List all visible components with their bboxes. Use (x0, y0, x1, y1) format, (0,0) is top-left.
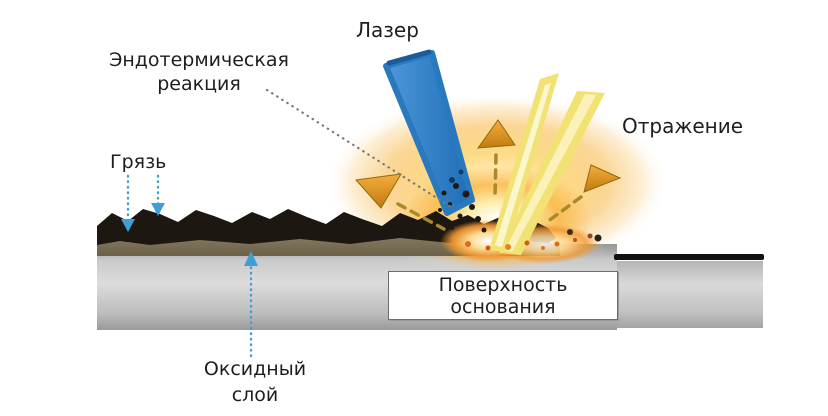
ejecta-arrow-up-tail (493, 153, 498, 199)
laser-label: Лазер (356, 18, 419, 42)
endothermic-pointer-line (265, 88, 453, 209)
oxide-layer-label: Оксидный слой (203, 358, 307, 406)
reflection-beams (489, 73, 605, 255)
dirt-label: Грязь (110, 151, 167, 173)
surface-sparks (465, 233, 593, 251)
ejecta-arrow-up-icon (476, 119, 516, 149)
surface-label: Поверхность основания (438, 273, 568, 318)
ejecta-arrow-left-tail (396, 202, 446, 231)
ejecta-arrows (354, 119, 622, 231)
surface-label-box: Поверхность основания (388, 271, 618, 320)
dirt-arrow-2-head-icon (151, 203, 165, 216)
annotation-arrows (121, 174, 258, 358)
reflection-label: Отражение (622, 114, 744, 138)
laser-beam (383, 49, 475, 216)
oxide-arrow-head-icon (244, 251, 258, 266)
reflection-arrow-icon (583, 164, 622, 193)
dirt-arrow-1-head-icon (121, 219, 135, 232)
dirt-layer (97, 209, 556, 245)
ejecta-arrow-left-icon (354, 173, 402, 209)
endothermic-reaction-label: Эндотермическая реакция (109, 49, 289, 95)
cleaned-surface-edge (614, 254, 764, 260)
ejecta-arrow-right-tail (545, 195, 583, 224)
substrate-block-right (617, 261, 763, 328)
